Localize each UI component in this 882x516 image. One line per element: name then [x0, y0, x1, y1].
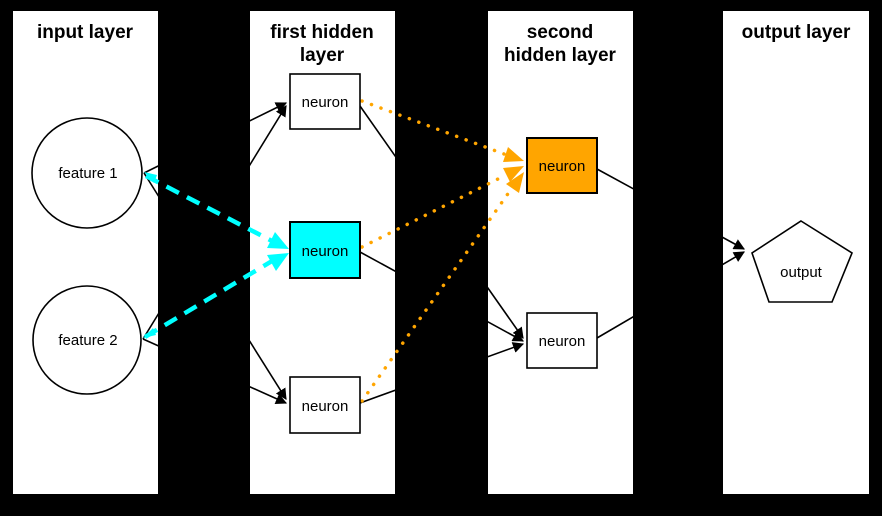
edge-h1bottom-to-h2bottom — [359, 342, 525, 404]
label-output: output — [780, 264, 823, 281]
node-h1-neuron-top — [289, 73, 361, 130]
edge-feature1-to-h1bottom — [143, 172, 287, 400]
edge-h1bottom-to-h2top-dotted — [360, 186, 514, 403]
title-second-hidden-layer-line2: hidden layer — [504, 45, 617, 66]
edge-feature2-to-h1middle-dashed — [143, 259, 274, 339]
node-output-pentagon — [751, 220, 853, 303]
node-h1-neuron-bottom — [289, 376, 361, 434]
title-second-hidden-layer-line1: second — [527, 22, 594, 43]
label-h2-neuron-bottom: neuron — [539, 333, 586, 350]
node-h2-neuron-bottom — [526, 312, 598, 369]
arrowhead-cyan-upper — [267, 232, 289, 249]
node-h1-neuron-middle-cyan — [289, 221, 361, 279]
node-feature-2 — [32, 285, 142, 395]
label-feature-2: feature 2 — [58, 332, 117, 349]
arrowhead-orange-middle — [503, 166, 524, 182]
title-input-layer: input layer — [37, 22, 134, 43]
label-feature-1: feature 1 — [58, 165, 117, 182]
edge-feature1-to-h1top — [143, 102, 288, 174]
title-first-hidden-layer-line2: layer — [300, 45, 345, 66]
label-h2-neuron-top: neuron — [539, 158, 586, 175]
title-first-hidden-layer-line1: first hidden — [270, 22, 373, 43]
label-h1-neuron-bottom: neuron — [302, 398, 349, 415]
edge-h2top-to-output — [596, 168, 745, 250]
arrowhead-cyan-start-feature2 — [143, 328, 156, 338]
arrowhead-cyan-start-feature1 — [144, 172, 157, 183]
arrowhead-orange-bottom — [506, 172, 524, 193]
arrowhead-cyan-lower — [267, 253, 289, 271]
node-feature-1 — [31, 117, 143, 229]
label-h1-neuron-top: neuron — [302, 94, 349, 111]
edge-feature1-to-h1middle-dashed — [144, 174, 274, 243]
node-h2-neuron-top-orange — [526, 137, 598, 194]
edge-h1top-to-h2bottom — [359, 105, 524, 339]
arrowhead-orange-top — [503, 147, 524, 162]
edge-h1middle-to-h2bottom — [359, 251, 524, 342]
panel-second-hidden-layer — [488, 11, 633, 494]
edge-h1middle-to-h2top-dotted — [360, 173, 508, 249]
title-output-layer: output layer — [742, 22, 851, 43]
edge-feature2-to-h1bottom — [142, 338, 288, 404]
edge-feature2-to-h1top — [142, 105, 287, 340]
label-h1-neuron-middle: neuron — [302, 243, 349, 260]
panel-input-layer — [13, 11, 158, 494]
edge-h2bottom-to-output — [596, 251, 745, 339]
